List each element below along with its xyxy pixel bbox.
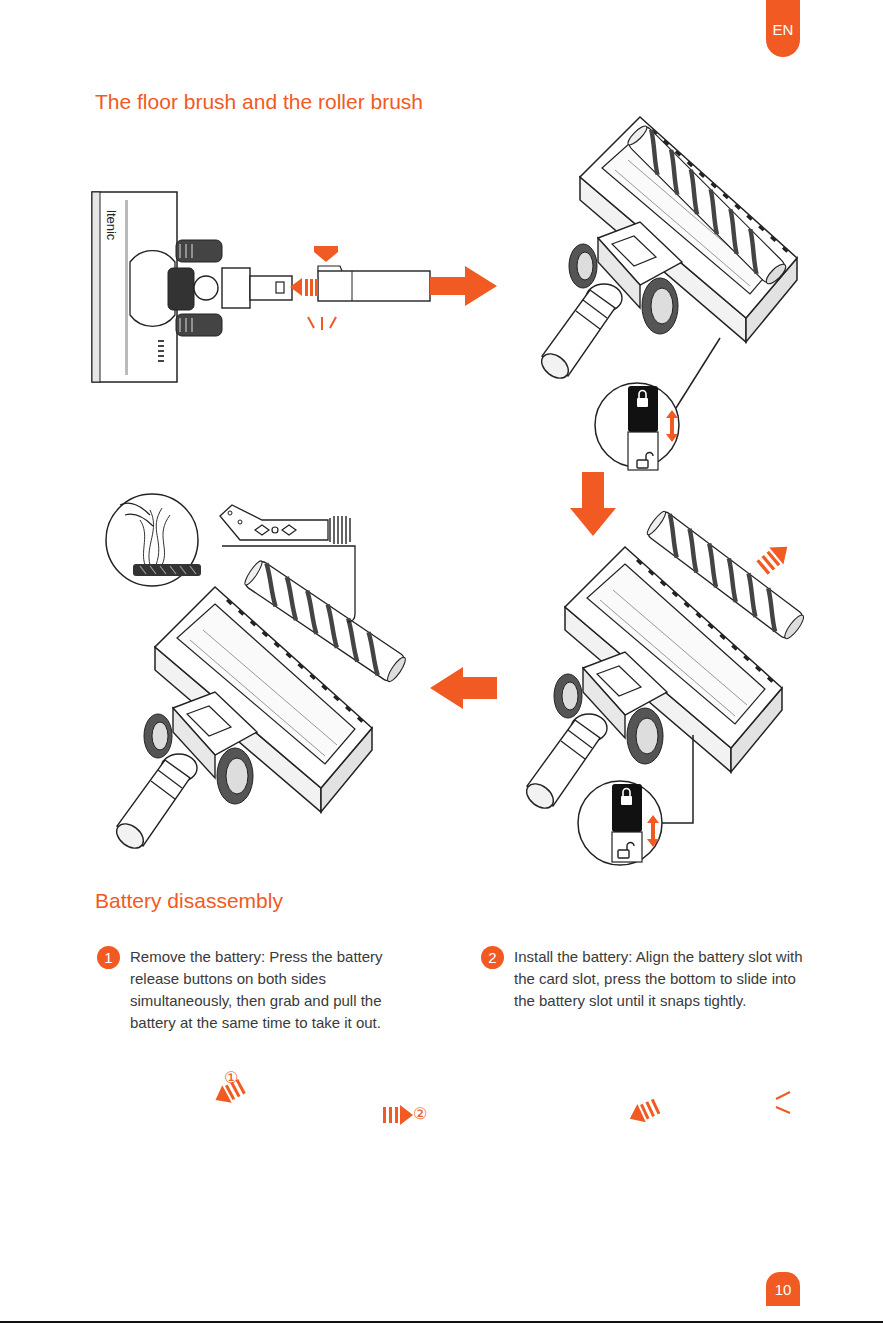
brush-top-view [276, 282, 284, 293]
cleaning-tool [272, 527, 278, 533]
brand-logo: ltenic [104, 210, 119, 240]
floor-brush-cleaning [242, 558, 409, 684]
cleaning-tool [255, 525, 296, 535]
brush-top-view [158, 345, 164, 347]
page-rule [0, 1321, 883, 1323]
floor-brush-open [522, 509, 807, 813]
page-number: 10 [766, 1272, 800, 1306]
brush-top-view [176, 314, 222, 336]
step-item: 2 Install the battery: Align the battery … [481, 945, 821, 1040]
lock-callout [628, 432, 658, 470]
floor-brush-open [644, 509, 806, 642]
floor-brush-assembled [537, 117, 797, 383]
release-arrows [290, 278, 302, 296]
section-title: Battery disassembly [95, 889, 283, 913]
battery-arrows [626, 1097, 662, 1128]
lock-callout [646, 453, 653, 460]
step-instruction: Remove the battery: Press the battery re… [130, 946, 417, 1034]
step-arrow [570, 472, 616, 536]
section-title: The floor brush and the roller brush [95, 90, 423, 114]
floor-brush-cleaning [112, 558, 409, 853]
floor-brush-open [755, 538, 794, 576]
brush-top-view [318, 271, 430, 301]
brush-top-view [158, 350, 164, 352]
lock-callout [578, 781, 662, 865]
floor-brush-assembled [625, 123, 789, 287]
brush-top-view [158, 355, 164, 357]
step-instruction: Install the battery: Align the battery s… [514, 946, 814, 1012]
release-arrows [308, 317, 336, 330]
brush-top-view [158, 360, 164, 362]
lock-callout [612, 832, 642, 862]
brush-top-view [168, 268, 194, 310]
brush-top-view [176, 240, 222, 262]
lock-callout [666, 410, 678, 442]
lock-callout [623, 789, 630, 797]
release-arrows [310, 279, 313, 296]
release-arrows [315, 279, 318, 296]
lock-callout [628, 386, 658, 432]
cleaning-tool [330, 516, 350, 544]
release-arrows [314, 246, 338, 262]
battery-arrows [776, 1092, 790, 1113]
step-item: 1 Remove the battery: Press the battery r… [97, 945, 427, 1040]
brush-top-view [92, 192, 100, 382]
hair-callout [133, 564, 201, 576]
callout-number: ② [413, 1104, 427, 1123]
language-tab: EN [766, 0, 800, 57]
cleaning-tool [220, 505, 355, 622]
lock-callout [627, 843, 634, 851]
brush-top-view [250, 276, 292, 300]
brush-top-view [222, 268, 250, 308]
lock-callout [639, 391, 646, 398]
cleaning-tool [238, 520, 242, 524]
brush-top-view [318, 266, 342, 271]
release-arrows [290, 246, 497, 330]
lock-callout [618, 850, 629, 858]
brush-top-view [194, 276, 218, 300]
brush-top-view [352, 271, 353, 301]
brush-top-view [92, 192, 430, 382]
hair-callout [106, 494, 201, 586]
callout-number: ① [224, 1068, 238, 1087]
brush-top-view [158, 340, 164, 342]
lock-callout [595, 338, 720, 470]
lock-callout [637, 460, 648, 468]
lock-callout [662, 735, 693, 823]
floor-brush-assembled [537, 117, 797, 383]
step-number: 1 [97, 946, 120, 969]
brush-top-view [125, 200, 128, 375]
cleaning-tool [222, 546, 355, 622]
cleaning-tool [228, 511, 232, 515]
lock-callout [612, 784, 642, 832]
hair-callout [140, 508, 170, 565]
battery-arrows [383, 1105, 413, 1125]
release-arrows [430, 266, 497, 306]
lock-callout [676, 338, 720, 408]
brush-top-view [158, 340, 164, 362]
cleaning-tool [220, 505, 328, 540]
lock-callout [637, 398, 648, 407]
lock-callout [621, 796, 632, 805]
page-number-text: 10 [766, 1280, 800, 1300]
lock-callout [647, 815, 659, 847]
brush-top-view [92, 192, 177, 382]
battery-arrows [211, 1077, 790, 1128]
hair-callout [140, 566, 196, 574]
lock-callout [578, 735, 693, 865]
step-number: 2 [481, 946, 504, 969]
hair-callout [120, 503, 153, 526]
release-arrows [305, 279, 308, 296]
tab-text: EN [766, 20, 800, 40]
step-arrow [430, 667, 497, 709]
